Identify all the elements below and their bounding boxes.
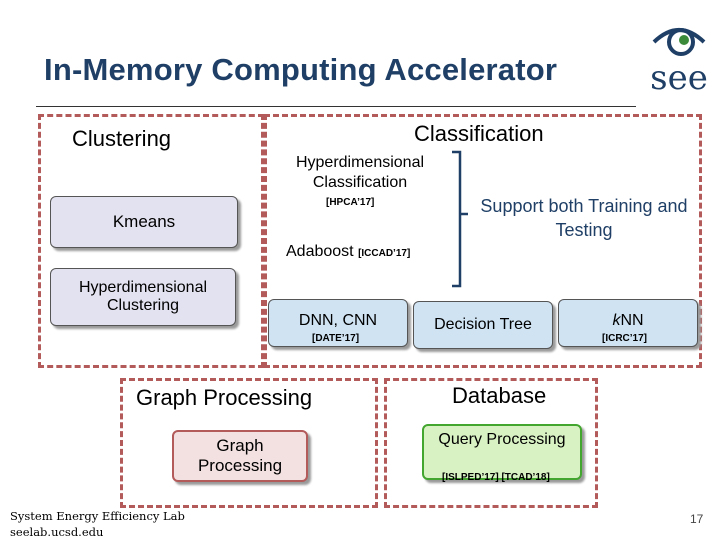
knn-label: kNN	[612, 312, 643, 330]
knn-box: kNN	[558, 299, 698, 347]
footer-lab-url: seelab.ucsd.edu	[10, 525, 104, 539]
footer-lab: System Energy Efficiency Lab seelab.ucsd…	[10, 508, 185, 540]
clustering-title: Clustering	[72, 126, 172, 151]
graph-section	[120, 378, 378, 508]
eye-icon	[652, 28, 706, 56]
hd-classification-label: Hyperdimensional Classification	[295, 154, 425, 191]
adaboost-label: Adaboost [ICCAD’17]	[286, 243, 410, 261]
dnn-cite: [DATE’17]	[312, 333, 360, 344]
knn-cite: [ICRC’17]	[602, 333, 648, 344]
adaboost-text: Adaboost	[286, 243, 354, 260]
classification-title: Classification	[414, 121, 544, 146]
hd-clustering-box: Hyperdimensional Clustering	[50, 268, 236, 326]
see-logo: see	[648, 20, 710, 98]
support-note: Support both Training and Testing	[480, 196, 688, 240]
page-title: In-Memory Computing Accelerator	[44, 52, 558, 87]
bracket-brace	[452, 150, 468, 288]
database-cite: [ISLPED’17] [TCAD’18]	[442, 472, 550, 483]
decision-tree-box: Decision Tree	[413, 301, 553, 349]
clustering-section	[38, 114, 264, 368]
graph-processing-box: Graph Processing	[172, 430, 308, 482]
adaboost-cite: [ICCAD’17]	[358, 248, 411, 259]
footer-lab-name: System Energy Efficiency Lab	[10, 509, 185, 523]
page-number: 17	[690, 512, 704, 526]
kmeans-box: Kmeans	[50, 196, 238, 248]
hd-classification-cite: [HPCA’17]	[326, 197, 375, 208]
query-processing-box: Query Processing	[422, 424, 582, 480]
logo-text: see	[650, 58, 708, 98]
classification-section	[264, 114, 702, 368]
database-title: Database	[452, 383, 547, 408]
knn-k: k	[612, 312, 621, 329]
graph-title: Graph Processing	[136, 385, 313, 410]
title-divider	[36, 106, 636, 107]
knn-rest: NN	[620, 312, 644, 329]
database-section	[384, 378, 598, 508]
dnn-box: DNN, CNN	[268, 299, 408, 347]
